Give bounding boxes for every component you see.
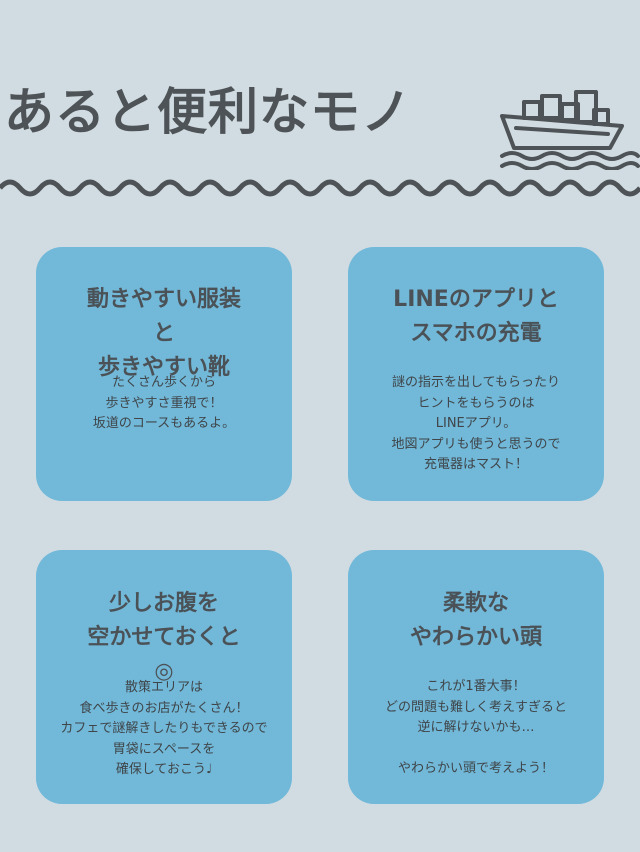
card-body: 散策エリアは 食べ歩きのお店がたくさん！ カフェで謎解きしたりもできるので 胃袋… xyxy=(60,680,268,777)
card-flexible-mind: 柔軟な やわらかい頭 これが1番大事！ どの問題も難しく考えすぎると 逆に解けな… xyxy=(348,550,604,804)
cargo-ship-icon xyxy=(500,90,640,170)
card-body: 謎の指示を出してもらったり ヒントをもらうのは LINEアプリ。 地図アプリも使… xyxy=(391,375,561,472)
card-body: たくさん歩くから 歩きやすさ重視で！ 坂道のコースもあるよ。 xyxy=(92,375,236,431)
card-clothing: 動きやすい服装 と 歩きやすい靴 たくさん歩くから 歩きやすさ重視で！ 坂道のコ… xyxy=(36,247,292,501)
card-body: これが1番大事！ どの問題も難しく考えすぎると 逆に解けないかも… やわらかい頭… xyxy=(384,679,567,776)
card-line-app: LINEのアプリと スマホの充電 謎の指示を出してもらったり ヒントをもらうのは… xyxy=(348,247,604,501)
card-heading: 柔軟な やわらかい頭 xyxy=(409,591,542,650)
page-title: あると便利なモノ xyxy=(4,83,412,141)
card-heading: LINEのアプリと スマホの充電 xyxy=(393,287,559,346)
wave-divider xyxy=(0,179,640,197)
card-heading: 少しお腹を 空かせておくと ◎ xyxy=(87,591,241,684)
card-heading: 動きやすい服装 と 歩きやすい靴 xyxy=(86,287,241,380)
card-empty-stomach: 少しお腹を 空かせておくと ◎ 散策エリアは 食べ歩きのお店がたくさん！ カフェ… xyxy=(36,550,292,804)
